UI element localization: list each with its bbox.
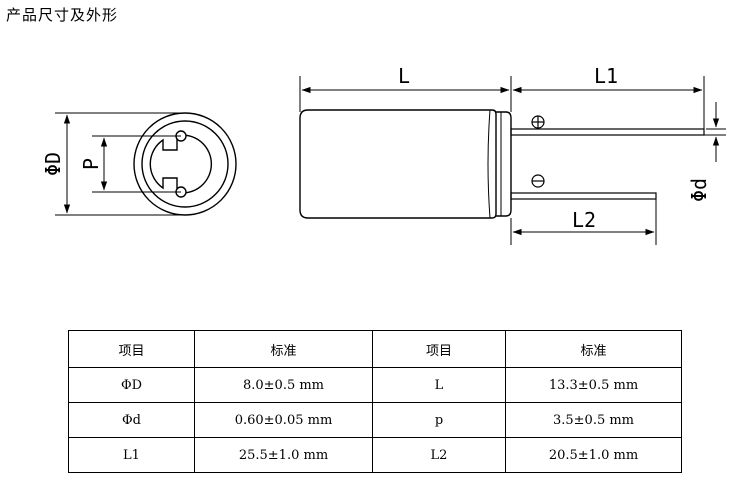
table-cell: 13.3±0.5 mm [505,367,682,403]
table-header-row: 项目 标准 项目 标准 [68,330,682,368]
header-standard: 标准 [505,330,682,368]
positive-mark [531,115,545,129]
diameter-label: ΦD [41,152,65,176]
end-view [55,112,237,216]
positive-lead [510,128,705,136]
table-cell: 20.5±1.0 mm [505,437,682,473]
rubber-end [496,111,512,217]
capacitor-drawing: ΦD P L [41,64,726,245]
negative-lead [510,192,657,200]
table-cell: Φd [68,402,195,438]
table-cell: 25.5±1.0 mm [194,437,373,473]
table-cell: L2 [372,437,506,473]
spec-table: 项目 标准 项目 标准 ΦD 8.0±0.5 mm L 13.3±0.5 mm … [68,330,682,473]
length-label: L [398,64,410,88]
table-cell: 8.0±0.5 mm [194,367,373,403]
pitch-label: P [79,158,103,170]
lead-diameter-label: Φd [687,178,711,202]
can-body [299,109,497,219]
table-cell: 0.60±0.05 mm [194,402,373,438]
table-cell: L [372,367,506,403]
lead2-label: L2 [572,208,596,232]
negative-mark [531,174,545,188]
page-heading: 产品尺寸及外形 [6,6,119,24]
table-cell: p [372,402,506,438]
table-cell: L1 [68,437,195,473]
rubber-seal [149,134,212,194]
table-row: ΦD 8.0±0.5 mm L 13.3±0.5 mm [68,367,682,403]
table-row: L1 25.5±1.0 mm L2 20.5±1.0 mm [68,437,682,473]
inner-can-circle [141,120,229,208]
table-cell: ΦD [68,367,195,403]
lead1-label: L1 [594,64,618,88]
outer-sleeve-circle [133,112,237,216]
header-item: 项目 [68,330,195,368]
header-standard: 标准 [194,330,373,368]
header-item: 项目 [372,330,506,368]
table-cell: 3.5±0.5 mm [505,402,682,438]
side-view [299,76,726,245]
table-row: Φd 0.60±0.05 mm p 3.5±0.5 mm [68,402,682,438]
